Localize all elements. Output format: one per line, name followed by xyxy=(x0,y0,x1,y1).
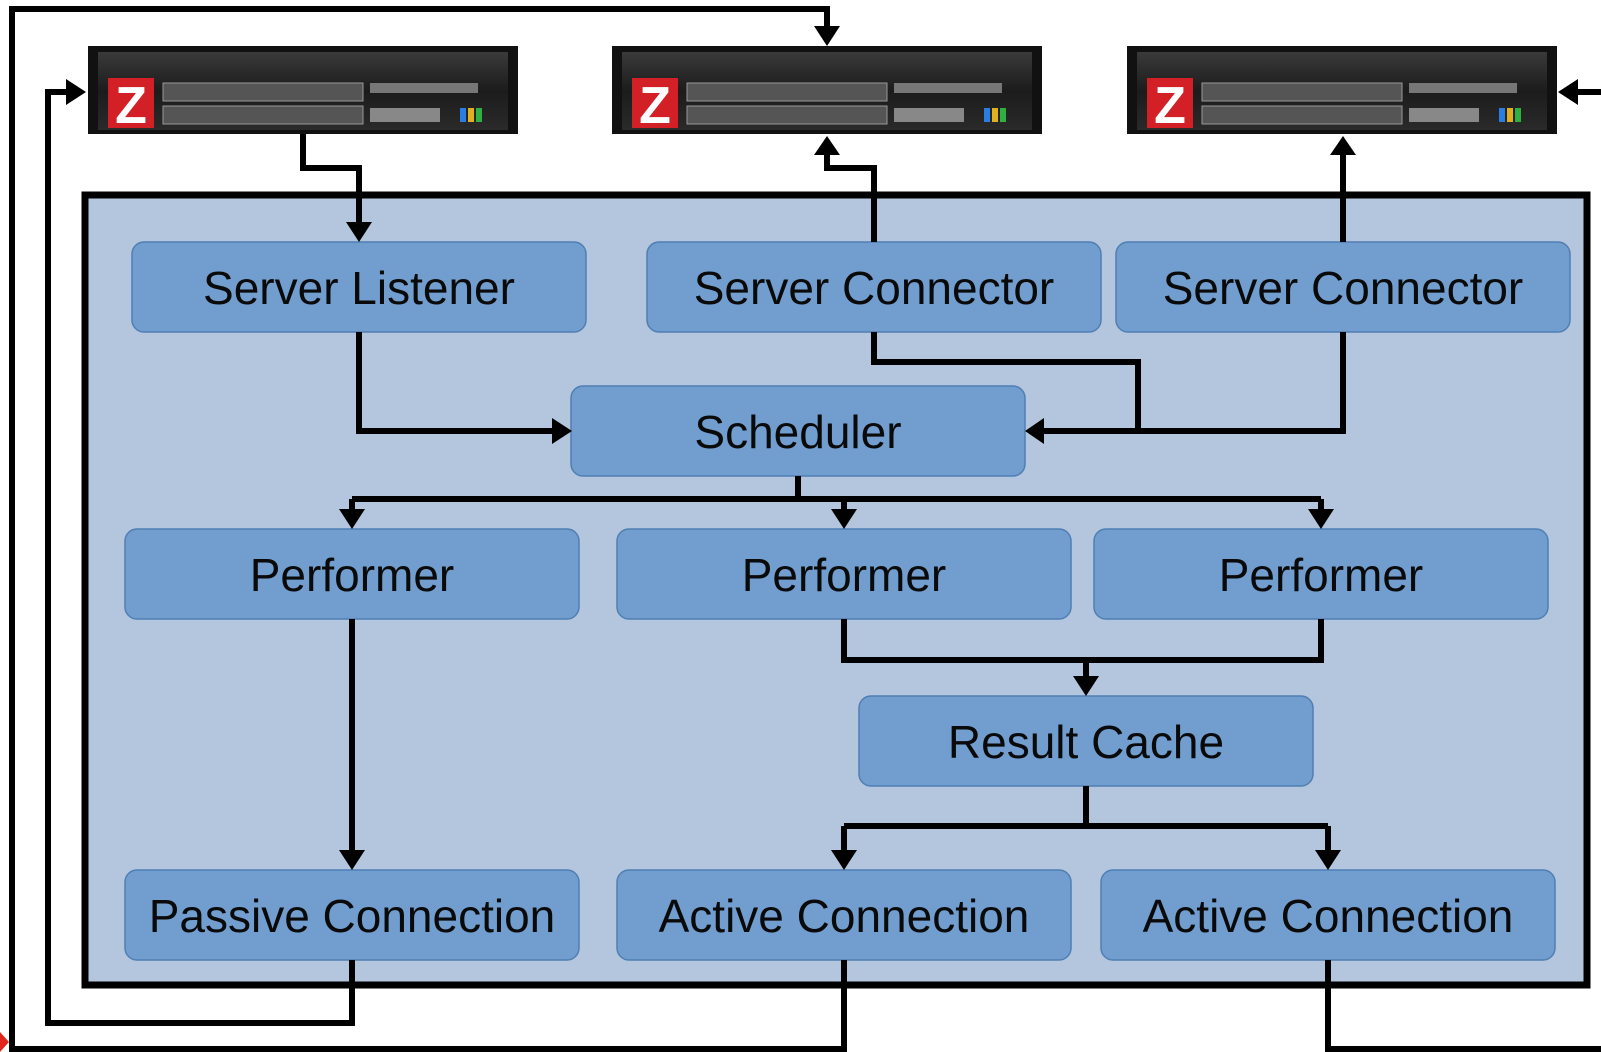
node-label: Result Cache xyxy=(948,716,1224,768)
node-label: Active Connection xyxy=(659,890,1030,942)
node-label: Performer xyxy=(1219,549,1423,601)
logo-badge xyxy=(1147,78,1193,128)
node-passive-connection: Passive Connection xyxy=(124,869,580,961)
server-rack-1: Z xyxy=(88,46,518,135)
arrowhead xyxy=(831,850,857,870)
node-label: Passive Connection xyxy=(149,890,556,942)
node-result-cache: Result Cache xyxy=(858,695,1314,787)
node-active-connection-2: Active Connection xyxy=(1100,869,1556,961)
edge-performers-to-cache xyxy=(841,619,1324,663)
node-server-connector-2: Server Connector xyxy=(1115,241,1571,333)
server-rack-3: Z xyxy=(1127,46,1557,135)
arrowhead xyxy=(1025,418,1044,444)
node-label: Scheduler xyxy=(694,406,901,458)
node-performer-1: Performer xyxy=(124,528,580,620)
node-label: Performer xyxy=(250,549,454,601)
logo-letter: Z xyxy=(1154,77,1186,135)
corner-marker xyxy=(0,1032,9,1052)
arrowhead xyxy=(814,26,840,46)
arrowhead xyxy=(831,509,857,529)
arrowhead xyxy=(1315,850,1341,870)
node-performer-3: Performer xyxy=(1093,528,1549,620)
logo-badge xyxy=(108,78,154,128)
logo-letter: Z xyxy=(639,77,671,135)
node-label: Server Connector xyxy=(1163,262,1524,314)
arrowhead xyxy=(1558,79,1578,105)
arrowhead xyxy=(346,222,372,242)
arrowhead xyxy=(814,136,840,155)
edge-server1-to-listener xyxy=(300,134,362,226)
arrowhead xyxy=(339,509,365,529)
arrowhead xyxy=(339,850,365,870)
server-rack-2: Z xyxy=(612,46,1042,135)
arrowhead xyxy=(1073,676,1099,696)
edge-connector2-to-scheduler xyxy=(1040,332,1346,434)
edge-connector1-to-scheduler xyxy=(871,332,1141,431)
node-server-listener: Server Listener xyxy=(131,241,587,333)
node-server-connector-1: Server Connector xyxy=(646,241,1102,333)
node-scheduler: Scheduler xyxy=(570,385,1026,477)
edge-listener-to-scheduler xyxy=(356,332,556,434)
edge-active1-to-server2 xyxy=(9,6,847,1052)
arrowhead xyxy=(552,418,572,444)
node-label: Active Connection xyxy=(1143,890,1514,942)
logo-letter: Z xyxy=(115,77,147,135)
node-label: Server Listener xyxy=(203,262,515,314)
arrowhead xyxy=(1308,509,1334,529)
arrowhead xyxy=(66,79,86,105)
edge-passive-to-server1 xyxy=(45,89,355,1026)
node-active-connection-1: Active Connection xyxy=(616,869,1072,961)
arrowhead xyxy=(1330,136,1356,155)
edge-connector1-to-server2 xyxy=(824,152,877,242)
logo-badge xyxy=(632,78,678,128)
node-label: Performer xyxy=(742,549,946,601)
node-label: Server Connector xyxy=(694,262,1055,314)
edge-active2-to-server3 xyxy=(1325,960,1601,1052)
node-performer-2: Performer xyxy=(616,528,1072,620)
